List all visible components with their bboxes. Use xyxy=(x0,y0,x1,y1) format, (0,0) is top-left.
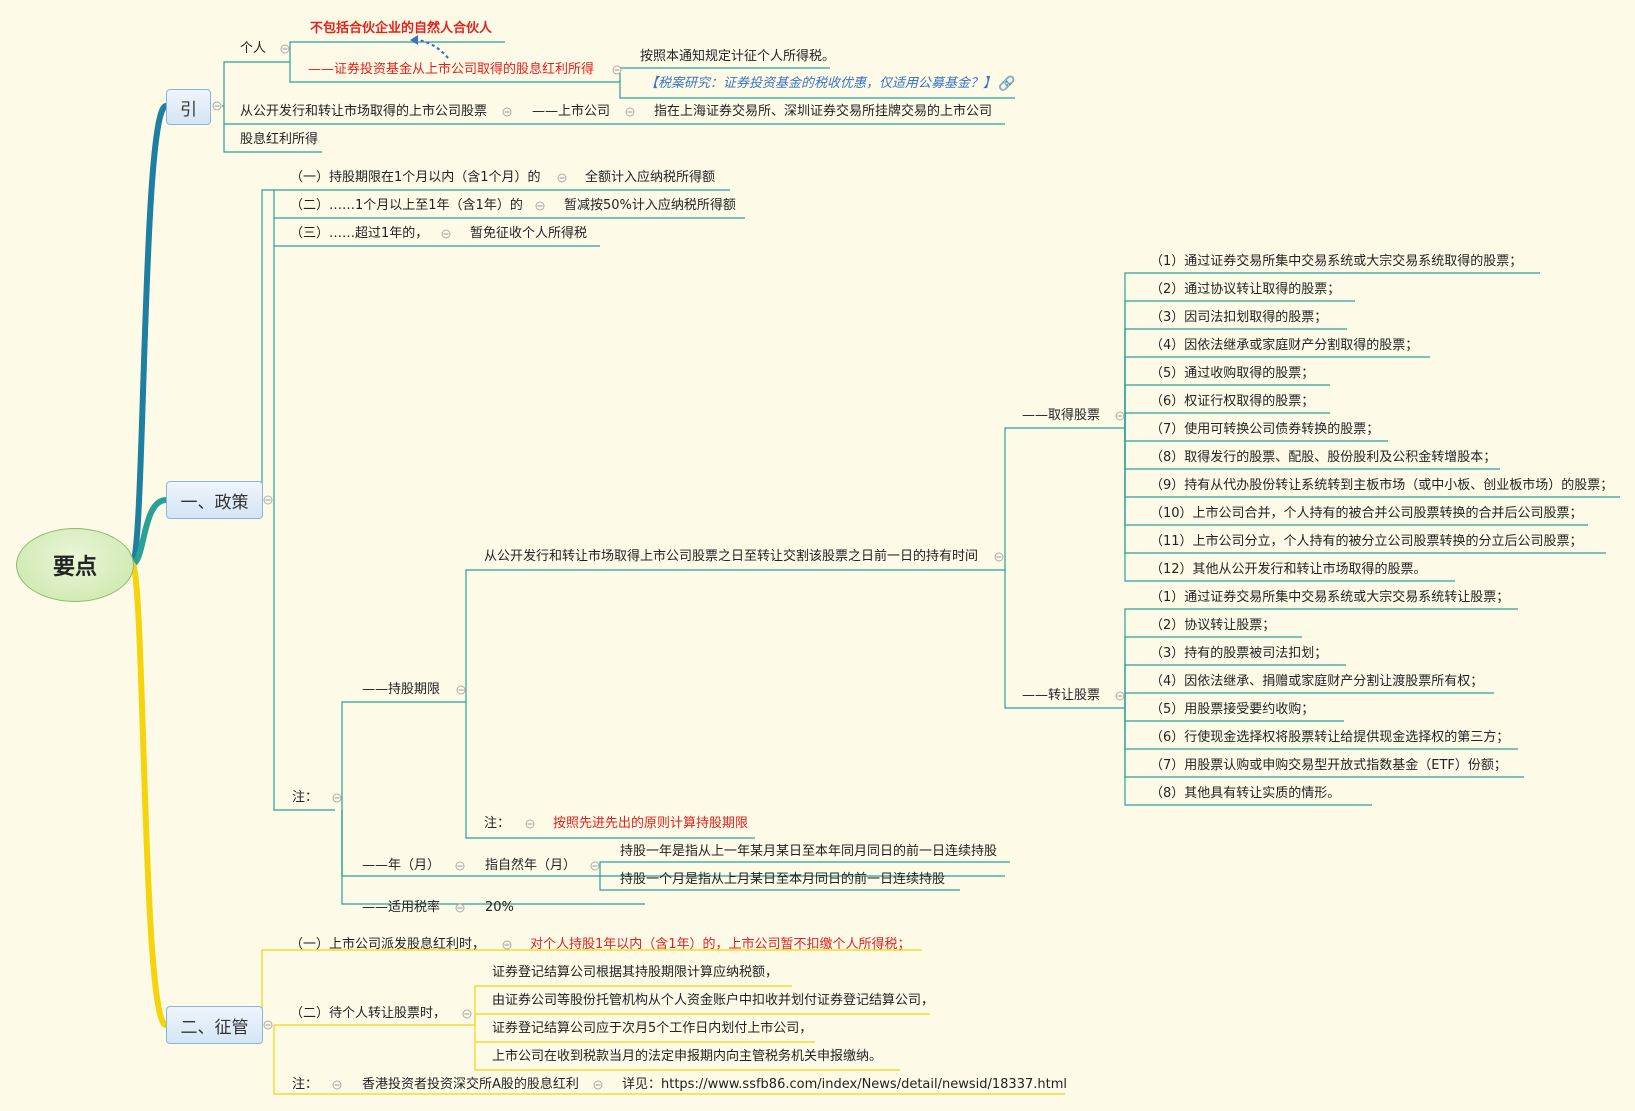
acquire-item-10[interactable]: （10）上市公司合并，个人持有的被合并公司股票转换的合并后公司股票； xyxy=(1150,506,1583,521)
collapse-toggle-icon[interactable] xyxy=(263,1020,273,1030)
acquire-item-11[interactable]: （11）上市公司分立，个人持有的被分立公司股票转换的分立后公司股票； xyxy=(1150,534,1583,549)
transfer-item-8[interactable]: （8）其他具有转让实质的情形。 xyxy=(1150,786,1341,801)
branch-admin[interactable]: 二、征管 xyxy=(166,1006,263,1044)
policy-one-year[interactable]: 持股一年是指从上一年某月某日至本年同月同日的前一日连续持股 xyxy=(620,844,998,859)
policy-fifo[interactable]: 按照先进先出的原则计算持股期限 xyxy=(553,816,749,831)
policy-item-3-label[interactable]: （三）……超过1年的， xyxy=(290,226,429,241)
collapse-toggle-icon[interactable] xyxy=(535,201,545,211)
acquire-item-6[interactable]: （6）权证行权取得的股票； xyxy=(1150,394,1315,409)
collapse-toggle-icon[interactable] xyxy=(502,940,512,950)
branch-yin[interactable]: 引 xyxy=(166,89,211,125)
collapse-toggle-icon[interactable] xyxy=(441,229,451,239)
policy-item-1-label[interactable]: （一）持股期限在1个月以内（含1个月）的 xyxy=(290,170,541,185)
admin-item-2[interactable]: （二）待个人转让股票时， xyxy=(290,1006,447,1021)
transfer-item-3[interactable]: （3）持有的股票被司法扣划； xyxy=(1150,646,1328,661)
leaf-connector xyxy=(1124,692,1494,708)
acquire-item-7[interactable]: （7）使用可转换公司债券转换的股票； xyxy=(1150,422,1380,437)
leaf-connector xyxy=(1124,412,1330,428)
admin-step-1[interactable]: 证券登记结算公司根据其持股期限计算应纳税额， xyxy=(492,965,779,980)
collapse-toggle-icon[interactable] xyxy=(612,65,622,75)
branch-yin-label: 引 xyxy=(180,99,197,120)
acquire-item-8[interactable]: （8）取得发行的股票、配股、股份股利及公积金转增股本； xyxy=(1150,450,1497,465)
collapse-toggle-icon[interactable] xyxy=(263,495,273,505)
branch-policy[interactable]: 一、政策 xyxy=(166,481,263,519)
yin-fund-research[interactable]: 【税案研究：证券投资基金的税收优惠，仅适用公募基金？】 xyxy=(645,76,997,91)
policy-rate-label[interactable]: ——适用税率 xyxy=(362,900,441,915)
collapse-toggle-icon[interactable] xyxy=(1115,691,1125,701)
collapse-toggle-icon[interactable] xyxy=(590,861,600,871)
policy-fifo-note[interactable]: 注： xyxy=(484,816,511,831)
admin-item-1-value[interactable]: 对个人持股1年以内（含1年）的，上市公司暂不扣缴个人所得税； xyxy=(530,937,911,952)
admin-item-1[interactable]: （一）上市公司派发股息红利时， xyxy=(290,937,486,952)
acquire-item-9[interactable]: （9）持有从代办股份转让系统转到主板市场（或中小板、创业板市场）的股票； xyxy=(1150,478,1614,493)
yin-individual-note[interactable]: 不包括合伙企业的自然人合伙人 xyxy=(310,21,493,36)
root-node[interactable]: 要点 xyxy=(16,528,134,602)
yin-fund-tax[interactable]: 按照本通知规定计征个人所得税。 xyxy=(640,49,836,64)
collapse-toggle-icon[interactable] xyxy=(332,793,342,803)
policy-item-3-value[interactable]: 暂免征收个人所得税 xyxy=(470,226,588,241)
policy-rate[interactable]: 20% xyxy=(485,900,514,915)
collapse-toggle-icon[interactable] xyxy=(525,819,535,829)
policy-acquire[interactable]: ——取得股票 xyxy=(1022,408,1101,423)
transfer-item-6[interactable]: （6）行使现金选择权将股票转让给提供现金选择权的第三方； xyxy=(1150,730,1510,745)
transfer-item-2[interactable]: （2）协议转让股票； xyxy=(1150,618,1276,633)
transfer-item-7[interactable]: （7）用股票认购或申购交易型开放式指数基金（ETF）份额； xyxy=(1150,758,1507,773)
collapse-toggle-icon[interactable] xyxy=(455,903,465,913)
collapse-toggle-icon[interactable] xyxy=(502,107,512,117)
collapse-toggle-icon[interactable] xyxy=(456,685,466,695)
admin-note[interactable]: 注： xyxy=(292,1077,319,1092)
yin-listed-def[interactable]: 指在上海证券交易所、深圳证券交易所挂牌交易的上市公司 xyxy=(654,104,993,119)
root-label: 要点 xyxy=(52,555,97,580)
policy-transfer[interactable]: ——转让股票 xyxy=(1022,688,1101,703)
leaf-connector xyxy=(1124,708,1372,806)
yin-individual[interactable]: 个人 xyxy=(240,41,267,56)
collapse-toggle-icon[interactable] xyxy=(1115,411,1125,421)
collapse-toggle-icon[interactable] xyxy=(994,552,1004,562)
admin-step-3[interactable]: 证券登记结算公司应于次月5个工作日内划付上市公司， xyxy=(492,1021,813,1036)
policy-one-month[interactable]: 持股一个月是指从上月某日至本月同日的前一日连续持股 xyxy=(620,872,946,887)
collapse-toggle-icon[interactable] xyxy=(625,107,635,117)
collapse-toggle-icon[interactable] xyxy=(332,1080,342,1090)
collapse-toggle-icon[interactable] xyxy=(212,101,222,111)
yin-fund-income[interactable]: ——证券投资基金从上市公司取得的股息红利所得 xyxy=(308,62,595,77)
link-icon[interactable]: 🔗 xyxy=(998,76,1016,92)
transfer-item-5[interactable]: （5）用股票接受要约收购； xyxy=(1150,702,1315,717)
admin-detail[interactable]: 详见：https://www.ssfb86.com/index/News/det… xyxy=(622,1077,1067,1092)
collapse-toggle-icon[interactable] xyxy=(455,861,465,871)
collapse-toggle-icon[interactable] xyxy=(557,173,567,183)
branch-admin-label: 二、征管 xyxy=(180,1017,249,1038)
acquire-item-5[interactable]: （5）通过收购取得的股票； xyxy=(1150,366,1315,381)
yin-market-stock[interactable]: 从公开发行和转让市场取得的上市公司股票 xyxy=(240,104,488,119)
policy-item-1-value[interactable]: 全额计入应纳税所得额 xyxy=(585,170,716,185)
yin-listed-company[interactable]: ——上市公司 xyxy=(532,104,611,119)
admin-step-4[interactable]: 上市公司在收到税款当月的法定申报期内向主管税务机关申报缴纳。 xyxy=(492,1049,883,1064)
branch-policy-label: 一、政策 xyxy=(180,492,249,513)
policy-holding-def[interactable]: 从公开发行和转让市场取得上市公司股票之日至转让交割该股票之日前一日的持有时间 xyxy=(484,549,979,564)
collapse-toggle-icon[interactable] xyxy=(593,1080,603,1090)
policy-holding-period[interactable]: ——持股期限 xyxy=(362,682,441,697)
leaf-connector xyxy=(1124,428,1455,582)
policy-item-2-value[interactable]: 暂减按50%计入应纳税所得额 xyxy=(564,198,736,213)
dotted-arrow-icon xyxy=(414,38,449,59)
admin-step-2[interactable]: 由证券公司等股份托管机构从个人资金账户中扣收并划付证券登记结算公司， xyxy=(492,993,935,1008)
admin-hk[interactable]: 香港投资者投资深交所A股的股息红利 xyxy=(362,1077,579,1092)
acquire-item-3[interactable]: （3）因司法扣划取得的股票； xyxy=(1150,310,1328,325)
acquire-item-2[interactable]: （2）通过协议转让取得的股票； xyxy=(1150,282,1341,297)
policy-item-2-label[interactable]: （二）……1个月以上至1年（含1年）的 xyxy=(290,198,523,213)
collapse-toggle-icon[interactable] xyxy=(280,44,290,54)
policy-note[interactable]: 注： xyxy=(292,790,319,805)
acquire-item-4[interactable]: （4）因依法继承或家庭财产分割取得的股票； xyxy=(1150,338,1419,353)
transfer-item-1[interactable]: （1）通过证券交易所集中交易系统或大宗交易系统转让股票； xyxy=(1150,590,1510,605)
transfer-item-4[interactable]: （4）因依法继承、捐赠或家庭财产分割让渡股票所有权； xyxy=(1150,674,1484,689)
policy-natural[interactable]: 指自然年（月） xyxy=(485,858,577,873)
acquire-item-1[interactable]: （1）通过证券交易所集中交易系统或大宗交易系统取得的股票； xyxy=(1150,254,1523,269)
policy-year-month[interactable]: ——年（月） xyxy=(362,858,441,873)
acquire-item-12[interactable]: （12）其他从公开发行和转让市场取得的股票。 xyxy=(1150,562,1427,577)
collapse-toggle-icon[interactable] xyxy=(462,1009,472,1019)
yin-dividend[interactable]: 股息红利所得 xyxy=(240,132,319,147)
